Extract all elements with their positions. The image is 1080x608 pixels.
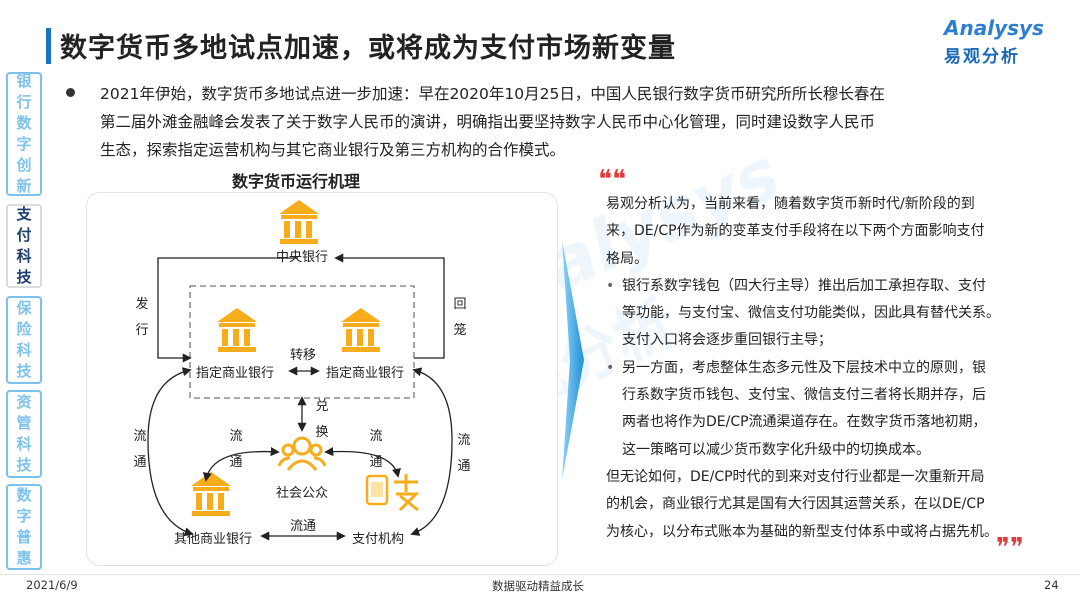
footer-divider xyxy=(0,574,1080,575)
bullet-icon: • xyxy=(606,359,615,376)
bullet-icon: • xyxy=(606,277,615,294)
node-other-banks: 其他商业银行 xyxy=(174,532,253,547)
intro-line: 2021年伊始，数字货币多地试点进一步加速：早在2020年10月25日，中国人民… xyxy=(100,85,885,103)
analysis-text: 易观分析认为，当前来看，随着数字货币新时代/新阶段的到 来，DE/CP作为新的变… xyxy=(606,191,1046,546)
payment-institution-icon xyxy=(365,474,420,512)
edge-transfer: 转移 xyxy=(290,348,317,363)
bullet-icon xyxy=(66,88,75,97)
analysis-conclusion-line: 但无论如何，DE/CP时代的到来对支付行业都是一次重新开局 xyxy=(606,468,985,485)
analysis-intro-line: 格局。 xyxy=(606,250,648,267)
analysis-intro-line: 来，DE/CP作为新的变革支付手段将在以下两个方面影响支付 xyxy=(606,223,985,240)
logo-text-cn: 易观分析 xyxy=(944,47,1020,67)
edge-recall: 回笼 xyxy=(453,297,467,338)
central-bank-icon xyxy=(279,200,319,244)
other-bank-icon xyxy=(191,472,231,516)
analysis-bullet-line: 等功能，与支付宝、微信支付功能类似，因此具有替代关系。 xyxy=(622,305,1000,322)
edge-circulate-inner-right: 流通 xyxy=(369,429,383,470)
analysis-conclusion-line: 的机会，商业银行尤其是国有大行因其运营关系，在以DE/CP xyxy=(606,496,985,513)
analysis-conclusion-line: 为核心，以分布式账本为基础的新型支付体系中或将占据先机。 xyxy=(606,523,998,540)
diagram-panel xyxy=(86,192,558,566)
analysis-bullet-line: 两者也将作为DE/CP流通渠道存在。在数字货币落地初期， xyxy=(622,414,987,431)
analysis-bullet-2: •另一方面，考虑整体生态多元性及下层技术中立的原则，银 xyxy=(606,355,1046,382)
intro-paragraph: 2021年伊始，数字货币多地试点进一步加速：早在2020年10月25日，中国人民… xyxy=(100,80,1020,164)
close-quote-icon: ❞❞ xyxy=(996,533,1024,563)
open-quote-icon: ❝❝ xyxy=(598,165,626,195)
analysis-bullet-1: •银行系数字钱包（四大行主导）推出后加工承担存取、支付 xyxy=(606,273,1046,300)
edge-circulate-bottom: 流通 xyxy=(290,519,317,534)
intro-line: 第二届外滩金融峰会发表了关于数字人民币的演讲，明确指出要坚持数字人民币中心化管理… xyxy=(100,113,876,131)
sidebar-tab[interactable]: 数字普惠 xyxy=(6,484,42,570)
analysis-bullet-line: 支付入口将会逐步重回银行主导； xyxy=(622,332,832,349)
node-designated-bank-right: 指定商业银行 xyxy=(326,366,405,381)
node-designated-bank-left: 指定商业银行 xyxy=(196,366,275,381)
edge-circulate-outer-left: 流通 xyxy=(133,429,147,470)
sidebar-tab[interactable]: 支付科技 xyxy=(6,204,42,288)
designated-bank-right-icon xyxy=(341,308,381,352)
node-payment-institution: 支付机构 xyxy=(352,532,405,547)
footer-date: 2021/6/9 xyxy=(26,578,78,592)
node-public: 社会公众 xyxy=(276,486,329,501)
analysis-intro-line: 易观分析认为，当前来看，随着数字货币新时代/新阶段的到 xyxy=(606,196,975,212)
edge-exchange: 兑换 xyxy=(315,399,329,440)
page-number: 24 xyxy=(1044,578,1059,592)
analysis-bullet-line: 这一策略可以减少货币数字化升级中的切换成本。 xyxy=(622,441,930,458)
edge-circulate-outer-right: 流通 xyxy=(457,433,471,474)
edge-issue: 发行 xyxy=(135,297,149,338)
sidebar-tab[interactable]: 银行数字创新 xyxy=(6,72,42,196)
sidebar-tab[interactable]: 保险科技 xyxy=(6,296,42,384)
chevron-right-icon xyxy=(562,240,584,480)
designated-bank-left-icon xyxy=(217,308,257,352)
edge-circulate-inner-left: 流通 xyxy=(229,429,243,470)
designated-banks-box xyxy=(189,285,415,399)
node-central-bank: 中央银行 xyxy=(276,250,329,265)
diagram-title: 数字货币运行机理 xyxy=(232,172,361,191)
title-accent-bar xyxy=(46,28,51,64)
logo-text-en: Analysys xyxy=(944,16,1044,40)
page-title: 数字货币多地试点加速，或将成为支付市场新变量 xyxy=(60,33,676,64)
analysys-logo: Analysys 易观分析 xyxy=(944,16,1054,72)
sidebar-tab[interactable]: 资管科技 xyxy=(6,390,42,478)
footer-slogan: 数据驱动精益成长 xyxy=(492,579,584,593)
intro-line: 生态，探索指定运营机构与其它商业银行及第三方机构的合作模式。 xyxy=(100,141,566,159)
analysis-bullet-line: 行系数字货币钱包、支付宝、微信支付三者将长期并存，后 xyxy=(622,387,986,404)
